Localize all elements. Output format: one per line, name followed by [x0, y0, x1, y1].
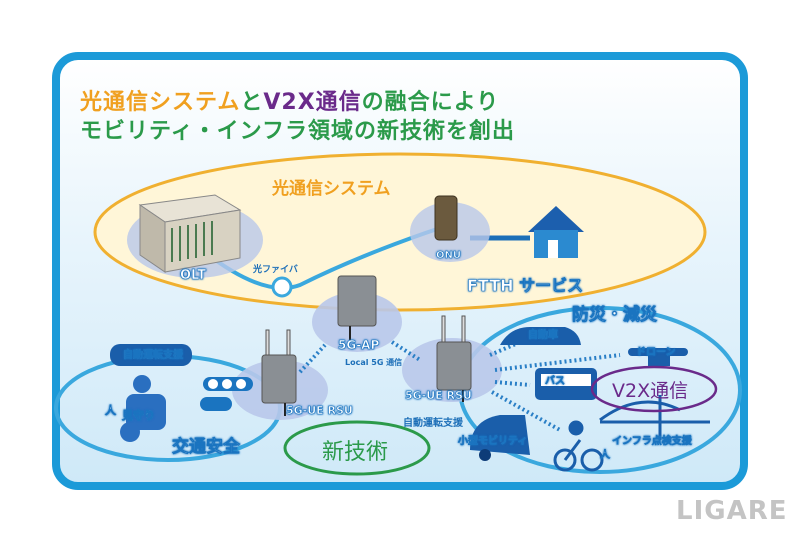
- traffic-safety-title: 交通安全: [172, 437, 241, 458]
- house-icon: [528, 206, 584, 258]
- cyclist-icon: [553, 420, 604, 472]
- 5g-ap-device-icon: [337, 275, 377, 340]
- new-tech-label: 新技術: [322, 440, 389, 465]
- fiber-splitter: [271, 276, 293, 298]
- optical-system-label: 光通信システム: [272, 179, 391, 199]
- headline-line-2: モビリティ・インフラ領域の新技術を創出: [80, 119, 516, 144]
- rsu-left-label: 5G-UE RSU: [286, 404, 353, 418]
- autodrive-left-label: 自動運転支援: [123, 350, 184, 362]
- watch-label: 見守り: [122, 409, 156, 423]
- local-5g-label: Local 5G 通信: [345, 358, 403, 367]
- small-mobility-icon: [470, 415, 530, 461]
- headline-line-1: 光通信システムとV2X通信の融合により: [80, 84, 499, 116]
- radio-link: [494, 353, 621, 372]
- rsu-right-device-icon: [436, 315, 472, 402]
- v2x-label: V2X通信: [612, 380, 689, 402]
- onu-device-icon: [434, 195, 458, 241]
- new-tech-ellipse: [283, 420, 431, 476]
- bus-icon: [535, 368, 597, 400]
- drone-label: ドローン: [636, 347, 676, 359]
- headline-optical: 光通信システム: [80, 90, 241, 115]
- headline-and: と: [240, 90, 264, 115]
- radio-link: [390, 340, 422, 362]
- person-left-label: 人: [105, 404, 117, 418]
- wheelchair-person-icon: [120, 375, 166, 442]
- car-icon-left: [110, 344, 192, 366]
- bridge-icon: [599, 395, 710, 440]
- optical-system-ellipse: [93, 152, 707, 312]
- car-label: 自動車: [528, 330, 559, 342]
- autodrive-right-label: 自動運転支援: [403, 418, 463, 429]
- person-right-label: 人: [600, 450, 611, 462]
- small-mobility-label: 小型モビリティ: [458, 436, 528, 448]
- car-icon-right: [500, 327, 581, 345]
- traffic-signal-icon: [200, 377, 253, 411]
- 5g-ap-label: 5G-AP: [338, 338, 380, 353]
- radio-link: [494, 380, 531, 387]
- watermark: LIGARE: [676, 496, 788, 526]
- olt-device-icon: [138, 194, 242, 273]
- rsu-left-device-icon: [261, 329, 297, 416]
- onu-label: ONU: [436, 250, 462, 262]
- rsu-right-label: 5G-UE RSU: [405, 389, 472, 403]
- drone-icon: [628, 348, 688, 366]
- v2x-ellipse: [590, 365, 718, 413]
- olt-label: OLT: [180, 268, 207, 284]
- headline-fusion: の融合により: [361, 90, 500, 115]
- radio-link: [298, 343, 327, 374]
- infra-label: インフラ点検支援: [612, 436, 692, 448]
- ftth-label: FTTH サービス: [467, 276, 584, 296]
- fiber-label: 光ファイバ: [253, 265, 298, 275]
- disaster-title: 防災・減災: [572, 305, 658, 326]
- headline-v2x: V2X通信: [263, 90, 362, 115]
- bus-label: バス: [545, 376, 566, 388]
